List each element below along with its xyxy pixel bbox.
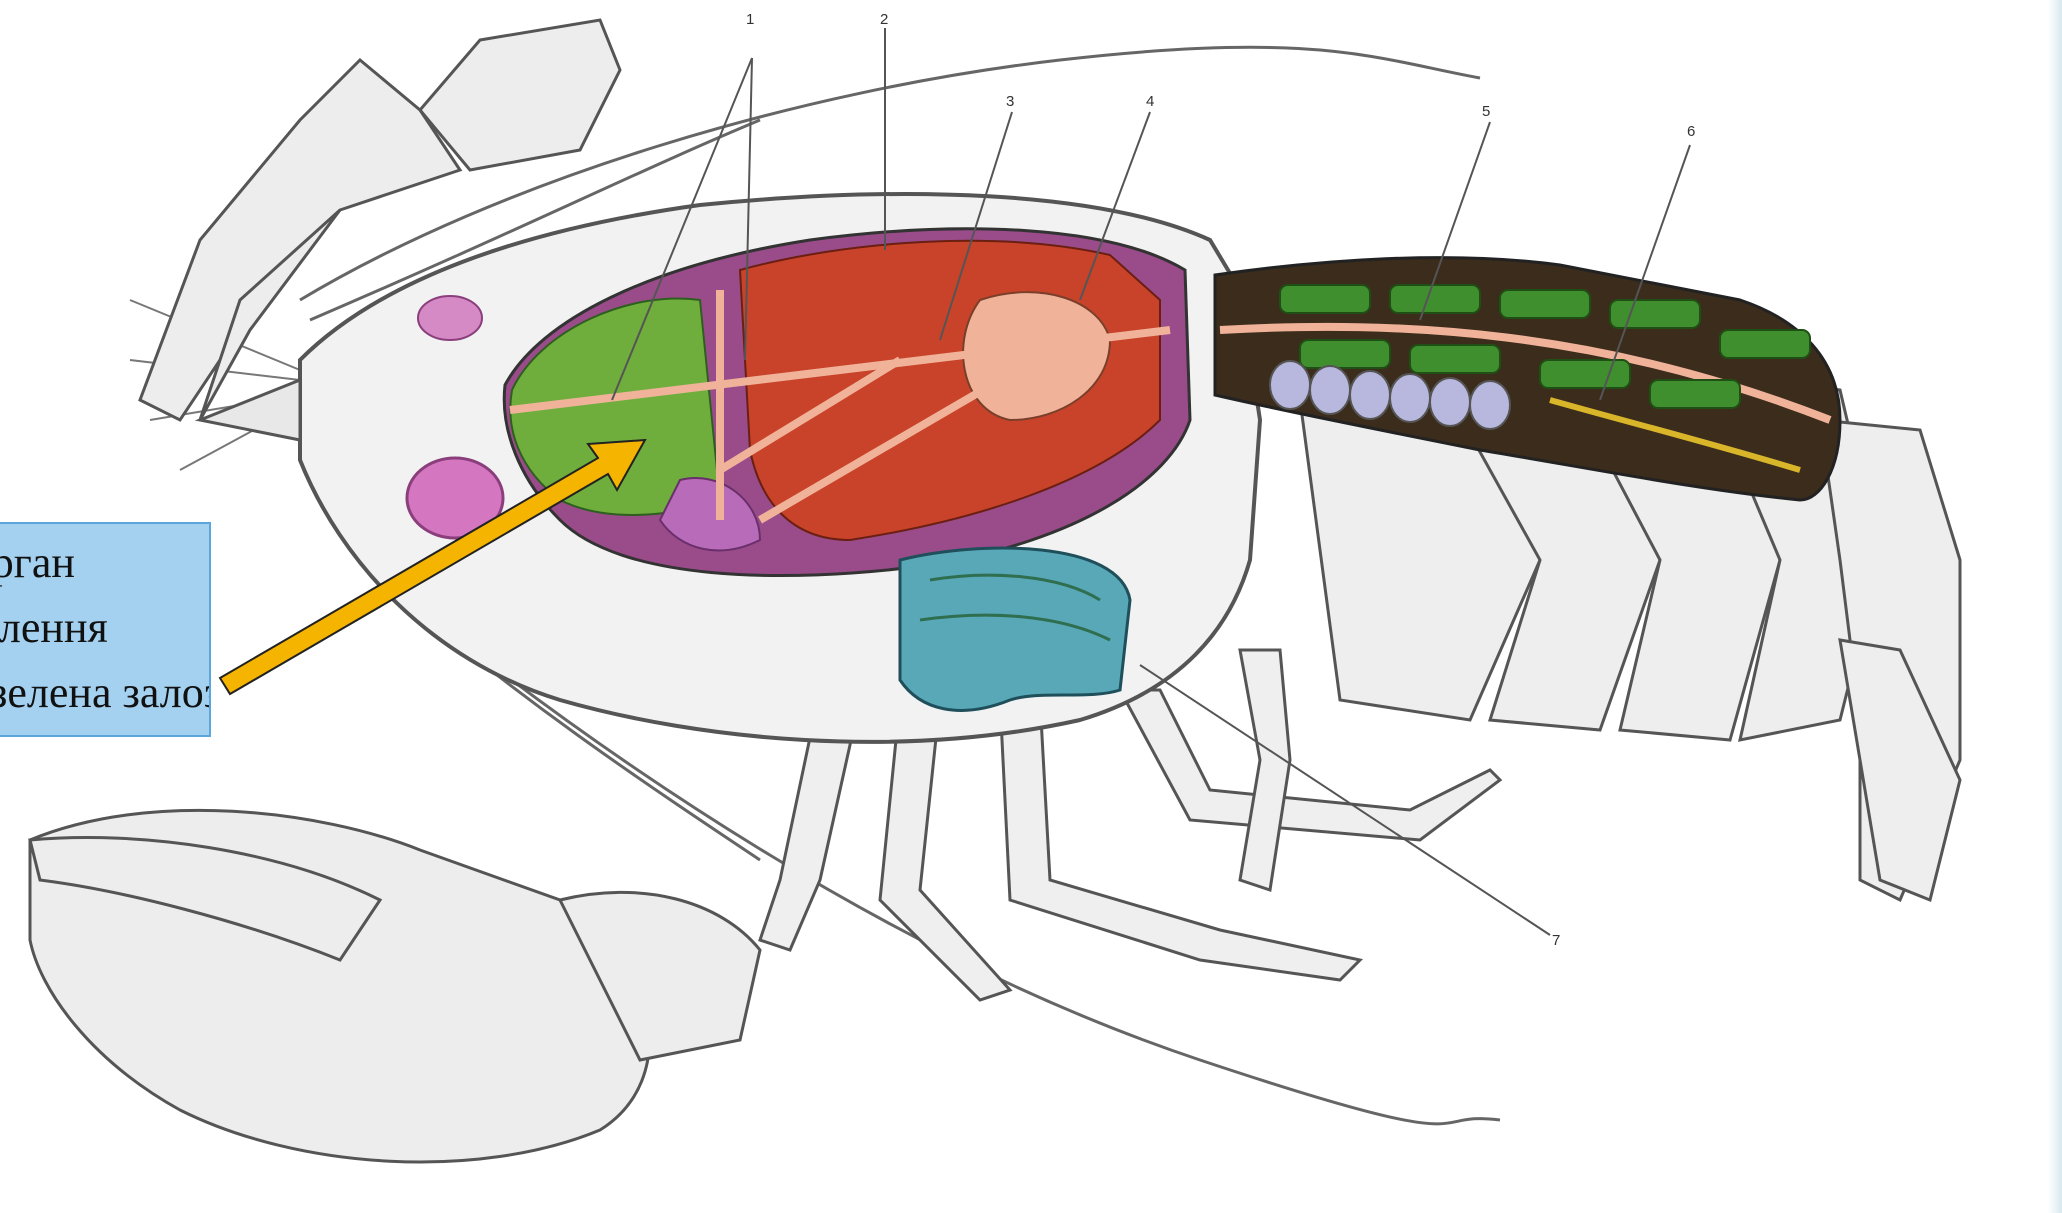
- eye-upper: [418, 296, 482, 340]
- callout-box: Орган виділення зелена залоза: [0, 522, 211, 737]
- label-4: 4: [1146, 93, 1154, 110]
- label-5: 5: [1482, 103, 1490, 120]
- label-6: 6: [1687, 123, 1695, 140]
- label-7: 7: [1552, 932, 1560, 949]
- callout-line-2: виділення: [0, 603, 108, 653]
- callout-line-3: зелена залоза: [0, 668, 211, 718]
- label-1: 1: [746, 11, 754, 28]
- lower-claw: [30, 810, 760, 1162]
- gills: [900, 548, 1130, 710]
- callout-line-1: Орган: [0, 538, 75, 588]
- label-3: 3: [1006, 93, 1014, 110]
- label-2: 2: [880, 11, 888, 28]
- right-edge-shade: [2048, 0, 2062, 1213]
